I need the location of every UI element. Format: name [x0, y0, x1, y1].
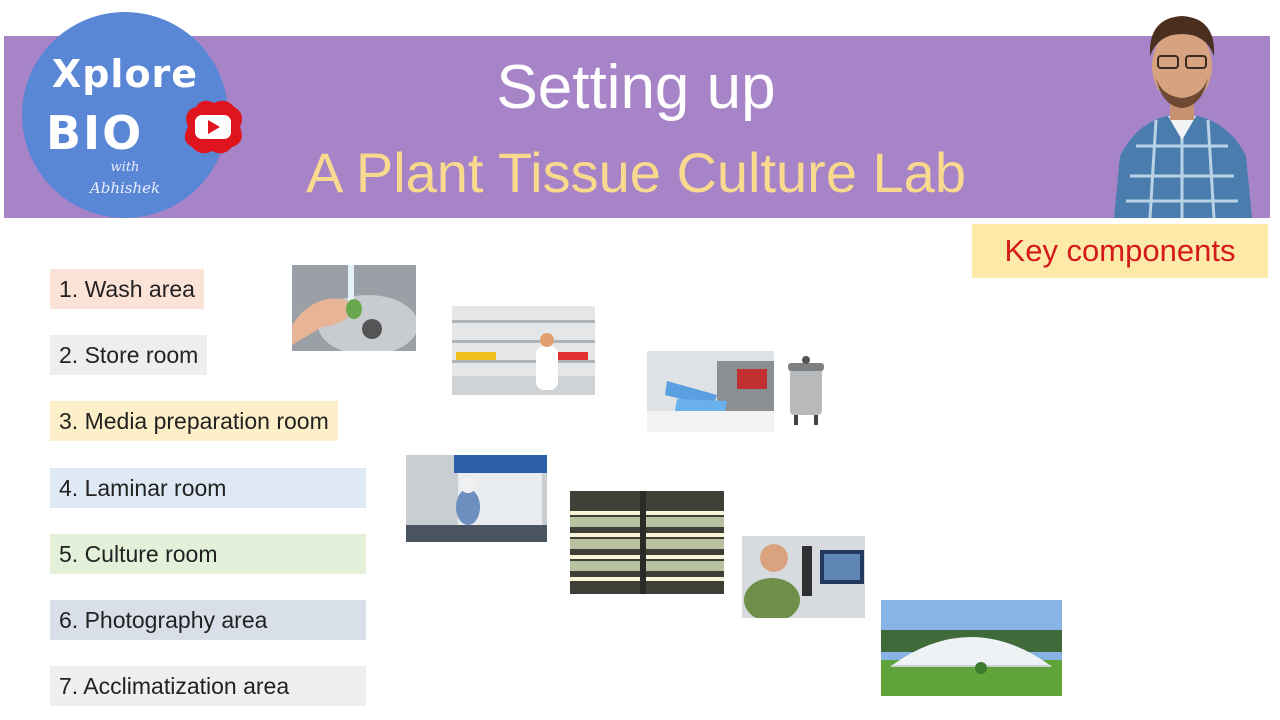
- photography-area-photo: [742, 536, 865, 618]
- logo-text-bio: BIO: [46, 106, 144, 160]
- autoclave-icon: [788, 356, 824, 425]
- logo-text-name: Abhishek: [89, 179, 161, 197]
- logo-text-xplore: Xplore: [51, 52, 199, 96]
- youtube-play-icon: [184, 100, 242, 154]
- store-room-photo: [452, 306, 595, 395]
- component-item-culture-room: 5. Culture room: [50, 534, 366, 574]
- component-item-photography-area: 6. Photography area: [50, 600, 366, 640]
- culture-room-photo: [570, 491, 724, 594]
- title-line-1: Setting up: [496, 53, 776, 122]
- title-line-2: A Plant Tissue Culture Lab: [306, 141, 966, 204]
- logo-text-with: with: [110, 160, 140, 175]
- key-components-label: Key components: [972, 224, 1268, 278]
- component-item-acclimatization-area: 7. Acclimatization area: [50, 666, 366, 706]
- presenter-photo: [1114, 16, 1252, 218]
- acclimatization-area-photo: [881, 600, 1062, 696]
- component-item-store-room: 2. Store room: [50, 335, 208, 375]
- component-item-media-preparation-room: 3. Media preparation room: [50, 401, 338, 441]
- wash-area-photo: [292, 265, 416, 351]
- media-preparation-photo: [647, 351, 774, 432]
- laminar-room-photo: [406, 455, 547, 542]
- component-item-wash-area: 1. Wash area: [50, 269, 204, 309]
- component-item-laminar-room: 4. Laminar room: [50, 468, 366, 508]
